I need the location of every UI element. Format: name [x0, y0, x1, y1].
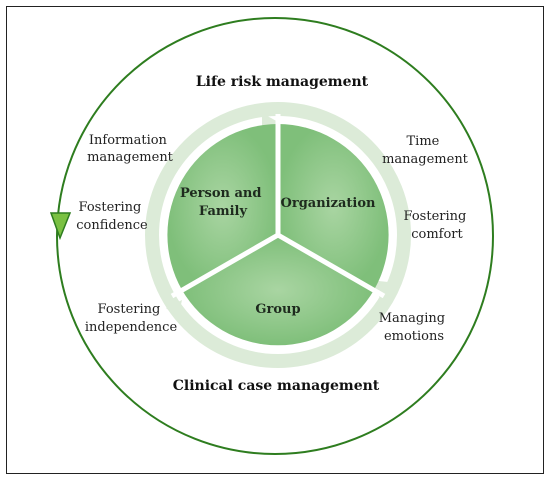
label-fostering-comfort: Fostering comfort	[404, 209, 471, 242]
outer-arrow-icon	[49, 212, 72, 241]
label-fostering-independence: Fostering independence	[85, 302, 178, 335]
label-managing-emotions: Managing emotions	[379, 311, 450, 344]
segment-label-organization: Organization	[281, 196, 376, 211]
label-fostering-confidence: Fostering confidence	[76, 200, 148, 233]
segment-label-group: Group	[255, 302, 300, 317]
label-time-management: Time management	[382, 134, 469, 167]
outer-circle	[56, 17, 494, 455]
label-information-management: Information management	[87, 133, 174, 165]
title-bottom: Clinical case management	[173, 378, 380, 394]
title-top: Life risk management	[196, 74, 369, 90]
segment-label-person-family: Person and Family	[180, 186, 266, 219]
pie-segments	[167, 114, 389, 346]
ring-arrow-left-icon	[166, 300, 182, 318]
